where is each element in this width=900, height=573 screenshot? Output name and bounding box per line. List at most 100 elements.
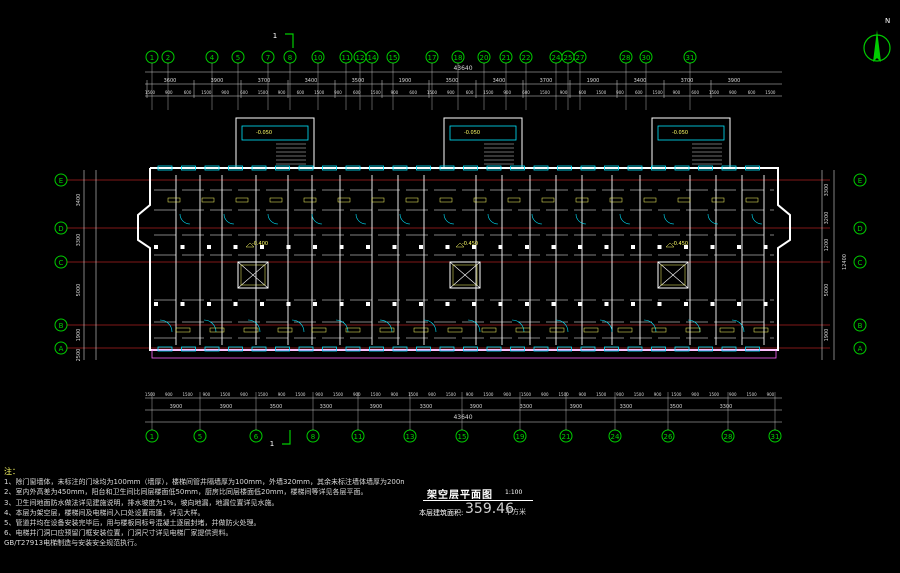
area-unit: 平方米	[505, 508, 526, 516]
structural-column	[366, 302, 370, 306]
axis-bubble-right	[853, 318, 867, 332]
entrance-canopy	[651, 117, 731, 169]
dim-top-segment: 3700	[540, 78, 553, 84]
north-arrow-icon: N	[863, 17, 891, 62]
axis-label-top: 8	[288, 54, 292, 62]
structural-column	[339, 302, 344, 306]
window-top	[228, 165, 243, 171]
axis-bubble-right	[853, 221, 867, 235]
level-mark-symbol	[455, 242, 465, 248]
window-bottom	[204, 346, 220, 352]
room-tag	[379, 327, 395, 333]
axis-label-bottom: 24	[611, 433, 620, 441]
dim-left-value: 3400	[76, 194, 82, 207]
note-line-3: 3、卫生间地面防水做法详见建施说明，排水坡度为1%，坡向地漏，地漏位置详见水施。	[4, 498, 279, 507]
structural-column	[763, 245, 768, 249]
dim-bottom-segment: 3900	[570, 404, 583, 410]
window-bottom	[228, 346, 243, 352]
room-tag	[473, 197, 487, 203]
dim-right-value: 1200	[824, 239, 830, 252]
room-tag	[269, 197, 283, 203]
door-swing	[335, 319, 349, 333]
canopy-edge	[241, 125, 309, 141]
structural-column	[419, 302, 423, 306]
elevator-cross	[237, 261, 269, 289]
dim-bottom-segment: 3300	[320, 404, 333, 410]
dim-top-segment: 3500	[352, 78, 365, 84]
structural-column	[604, 302, 609, 306]
window-bottom	[251, 346, 267, 352]
dim-top-detail: 1500	[314, 90, 325, 95]
axis-label-bottom: 5	[198, 433, 202, 441]
dim-bottom-detail: 1500	[220, 392, 231, 397]
dim-top-detail: 1500	[371, 90, 382, 95]
dim-top-detail: 900	[729, 90, 737, 95]
room-tag	[311, 327, 327, 333]
canopy-edge	[449, 125, 517, 141]
dim-bottom-detail: 900	[165, 392, 173, 397]
door-swing	[531, 213, 543, 225]
window-top	[251, 165, 267, 171]
structural-column	[260, 245, 264, 249]
axis-label-bottom: 6	[254, 433, 259, 441]
building-outline	[137, 117, 791, 359]
room-tag	[337, 197, 351, 203]
dim-left-value: 5000	[76, 284, 82, 297]
window-top	[369, 165, 384, 171]
dim-bottom-detail: 1500	[295, 392, 306, 397]
dim-bottom-detail: 1500	[446, 392, 457, 397]
dim-bottom-detail: 900	[315, 392, 323, 397]
door-swing	[443, 213, 455, 225]
axis-label-right: C	[858, 259, 863, 267]
room-tag	[277, 327, 293, 333]
dim-bottom-detail: 900	[767, 392, 775, 397]
dim-top-detail: 600	[297, 90, 305, 95]
axis-label-left: A	[59, 345, 64, 353]
structural-column	[180, 245, 185, 249]
room-tag	[447, 327, 463, 333]
room-tag	[719, 327, 735, 333]
elevator-car	[660, 264, 686, 286]
general-notes: 注： 1、除门窗墙体，未标注的门垛均为100mm（墙厚），楼梯间管井隔墙厚为10…	[4, 467, 404, 549]
section-mark-label-top: 1	[273, 32, 277, 40]
window-top	[392, 165, 408, 171]
axis-label-left: B	[59, 322, 64, 330]
dim-top-segment: 3400	[634, 78, 647, 84]
dim-top-segment: 1900	[587, 78, 600, 84]
window-top	[181, 165, 196, 171]
room-tag	[515, 327, 531, 333]
dim-top-detail: 600	[184, 90, 192, 95]
note-line-4: 4、本层为架空层，楼梯间及电梯间入口处设置雨篷，详见大样。	[4, 508, 205, 517]
window-bottom	[627, 346, 643, 352]
dim-top-segment: 3600	[164, 78, 177, 84]
dim-bottom-detail: 900	[616, 392, 624, 397]
window-bottom	[416, 346, 431, 352]
axis-label-bottom: 15	[458, 433, 467, 441]
door-swing	[575, 213, 587, 225]
room-tag	[345, 327, 361, 333]
area-label: 本层建筑面积:	[419, 509, 464, 517]
structural-column	[684, 245, 688, 249]
axis-label-top: 5	[236, 54, 240, 62]
dim-top-detail: 1500	[201, 90, 212, 95]
level-mark-canopy: -0.050	[672, 130, 688, 136]
window-top	[745, 165, 760, 171]
room-tag	[235, 197, 249, 203]
window-bottom	[439, 346, 455, 352]
axis-bubble-right	[853, 173, 867, 187]
dim-bottom-detail: 1500	[183, 392, 194, 397]
room-tag	[439, 197, 453, 203]
axis-label-left: D	[58, 225, 63, 233]
title-underline	[423, 500, 533, 501]
structural-column	[710, 245, 715, 249]
axis-label-top: 1	[150, 54, 154, 62]
dim-right-value: 1900	[824, 329, 830, 342]
dim-bottom-detail: 1500	[634, 392, 645, 397]
dim-bottom-segment: 3900	[470, 404, 483, 410]
dim-top-detail: 600	[748, 90, 756, 95]
dim-bottom-detail: 900	[240, 392, 248, 397]
window-bottom	[181, 346, 196, 352]
dim-top-detail: 1500	[709, 90, 720, 95]
room-tag	[745, 197, 759, 203]
room-tag	[643, 197, 657, 203]
